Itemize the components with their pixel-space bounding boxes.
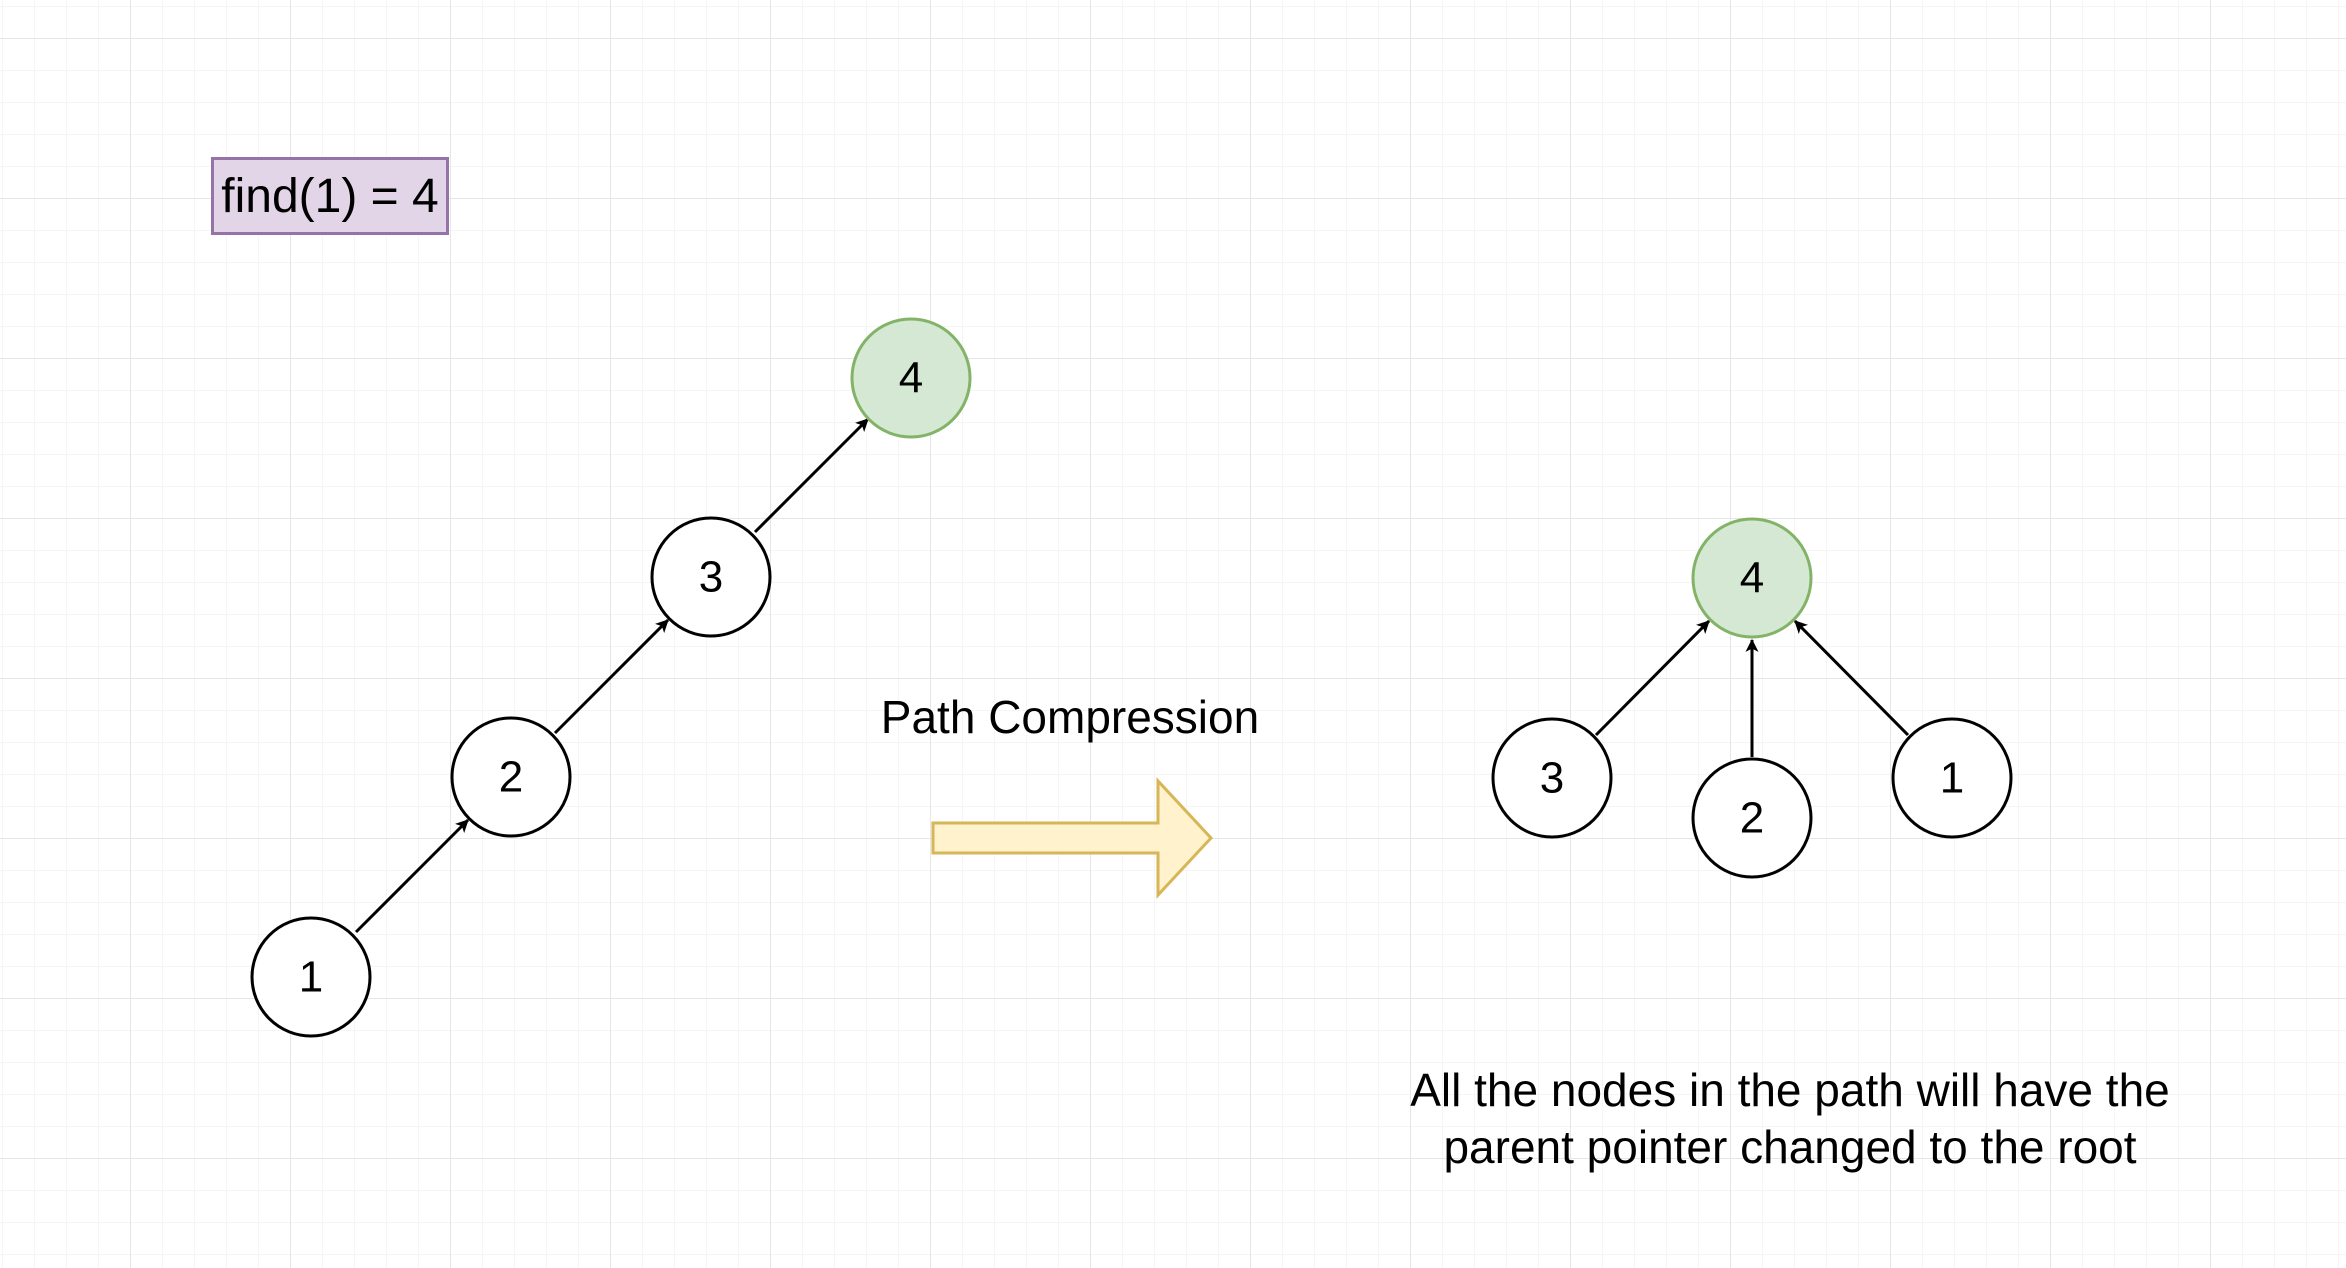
node-before-1-label: 1: [299, 953, 323, 1002]
explanation-note: All the nodes in the path will have the …: [1330, 1062, 2250, 1176]
node-after-3-label: 3: [1540, 754, 1564, 803]
before-tree: 1 2 3 4: [250, 317, 972, 1038]
transform-arrow: [931, 777, 1214, 899]
node-before-3-label: 3: [699, 553, 723, 602]
find-label: find(1) = 4: [211, 157, 449, 235]
node-after-1: 1: [1891, 717, 2013, 839]
node-after-2-label: 2: [1740, 794, 1764, 843]
edge-before-3-4: [753, 417, 870, 534]
node-before-4-label: 4: [899, 354, 923, 403]
edge-after-3-4: [1594, 619, 1711, 737]
note-line-2: parent pointer changed to the root: [1443, 1121, 2137, 1173]
edge-before-2-3: [553, 618, 670, 735]
node-before-3: 3: [650, 516, 772, 638]
node-after-3: 3: [1491, 717, 1613, 839]
after-tree: 4 3 2 1: [1491, 517, 2013, 879]
node-after-4-label: 4: [1740, 554, 1764, 603]
edge-before-1-2: [354, 818, 470, 934]
node-before-1: 1: [250, 916, 372, 1038]
edge-after-1-4: [1793, 619, 1910, 737]
node-after-2: 2: [1691, 757, 1813, 879]
node-before-4-root: 4: [850, 317, 972, 439]
note-line-1: All the nodes in the path will have the: [1410, 1064, 2170, 1116]
node-after-1-label: 1: [1940, 754, 1964, 803]
node-before-2-label: 2: [499, 753, 523, 802]
node-after-4-root: 4: [1691, 517, 1813, 639]
node-before-2: 2: [450, 716, 572, 838]
arrow-caption: Path Compression: [880, 691, 1260, 743]
